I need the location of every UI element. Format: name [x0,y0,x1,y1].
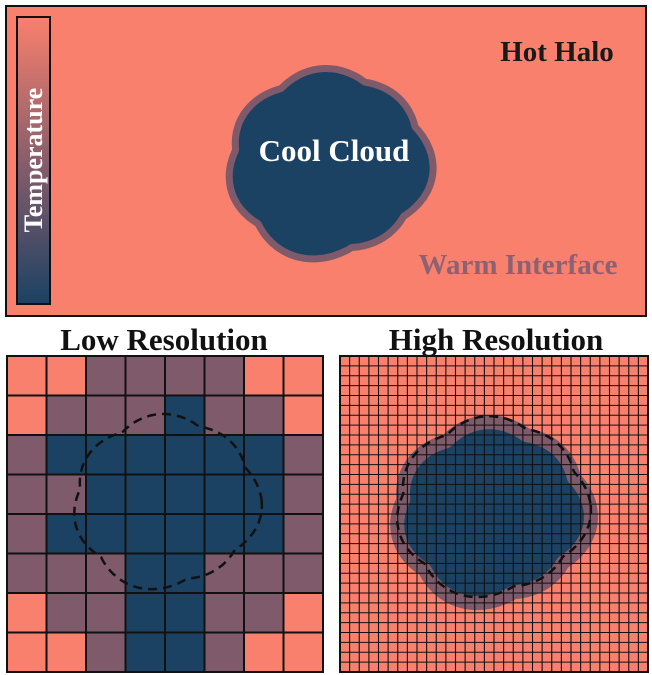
cool-cloud-label: Cool Cloud [259,133,410,168]
low-res-cell [243,513,285,555]
low-res-cell [282,473,324,515]
top-panel: Temperature Hot Halo Cool Cloud Warm Int… [5,5,647,317]
low-resolution-title: Low Resolution [60,322,268,357]
low-res-cell [124,394,166,436]
low-res-cell [85,434,127,476]
low-res-cell [243,592,285,634]
low-res-cell [85,592,127,634]
low-res-cell [6,355,48,397]
low-res-cell [164,631,206,673]
low-res-cell [45,434,87,476]
low-res-cell [243,394,285,436]
warm-interface-label: Warm Interface [419,249,618,281]
high-res-cloud-outline [396,414,593,599]
low-res-cell [6,631,48,673]
low-res-cell [282,592,324,634]
temperature-colorbar [16,16,51,305]
low-res-cell [45,631,87,673]
low-res-cell [6,592,48,634]
high-resolution-title: High Resolution [389,322,603,357]
low-res-cell [85,473,127,515]
low-res-cell [6,434,48,476]
low-res-cell [282,631,324,673]
low-res-cell [203,592,245,634]
low-res-cell [124,513,166,555]
high-res-frame [339,355,649,673]
low-res-cell [85,631,127,673]
low-res-cell [124,473,166,515]
low-res-cell [243,473,285,515]
low-res-cell [164,473,206,515]
low-res-cell [203,631,245,673]
low-res-cell [164,394,206,436]
low-res-cell [45,513,87,555]
low-res-cell [203,513,245,555]
low-res-cell [6,394,48,436]
low-res-cell [243,631,285,673]
low-res-cell [124,552,166,594]
low-res-cell [45,552,87,594]
low-res-cell [6,552,48,594]
low-res-cell [243,552,285,594]
low-resolution-grid [6,355,324,673]
low-res-cell [164,434,206,476]
low-res-cell [45,592,87,634]
low-res-cell [203,434,245,476]
low-res-cell [85,355,127,397]
low-res-cell [6,473,48,515]
low-res-cell [85,394,127,436]
low-res-cell [164,592,206,634]
cool-cloud-shape [225,65,437,263]
low-res-cell [6,513,48,555]
low-res-cell [164,355,206,397]
low-res-cell [282,434,324,476]
high-res-gridlines [340,356,648,672]
low-res-cell [203,355,245,397]
low-res-cell [124,355,166,397]
hot-halo-label: Hot Halo [500,36,614,68]
low-res-cell [282,355,324,397]
low-res-cell [282,513,324,555]
low-res-cell [45,394,87,436]
low-res-cloud-outline [73,412,264,591]
low-res-cell [124,434,166,476]
low-res-cell [243,355,285,397]
low-res-cell [282,552,324,594]
low-res-cell [164,513,206,555]
low-res-frame [6,355,324,673]
low-res-cell [124,631,166,673]
low-res-cell [203,473,245,515]
colorbar-label: Temperature [19,88,48,232]
low-res-cell [45,355,87,397]
low-res-cell [282,394,324,436]
low-res-cell [85,513,127,555]
low-res-cell [243,434,285,476]
low-res-cell [124,592,166,634]
low-res-cell [85,552,127,594]
